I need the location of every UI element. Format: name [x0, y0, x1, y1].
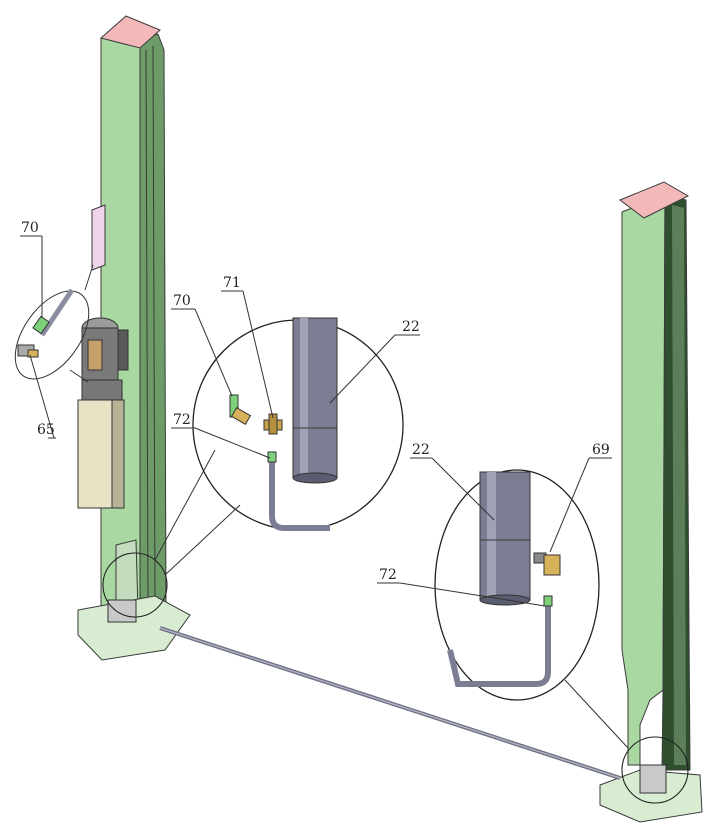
left-base-detail-circle: [102, 552, 168, 618]
callout-right-72: 72: [379, 567, 397, 583]
left-detail-ellipse: [14, 290, 90, 380]
left-hose: [39, 288, 75, 337]
oil-tank-side: [111, 399, 125, 509]
callout-left-65: 65: [37, 422, 55, 438]
callout-right-69: 69: [592, 442, 610, 458]
callout-left-70: 70: [21, 220, 39, 236]
middle-detail-view: [192, 317, 404, 531]
right-column: [618, 181, 691, 771]
right-base-detail-circle: [621, 736, 689, 804]
pipe-72-mid: [269, 460, 330, 531]
left-column: [84, 15, 167, 613]
left-column-top-cap: [99, 15, 161, 49]
motor-panel: [87, 339, 103, 371]
left-fitting-70: [32, 315, 50, 335]
callout-mid-70: 70: [173, 293, 191, 309]
left-column-front-face: [100, 21, 141, 611]
left-base-plate: [77, 595, 191, 661]
right-detail-view: [434, 469, 600, 701]
callout-right-22: 22: [412, 442, 430, 458]
right-column-front-face: [621, 194, 666, 766]
right-base: [599, 736, 703, 823]
cylinder-rod-22-mid: [292, 317, 338, 479]
callout-mid-72: 72: [173, 412, 191, 428]
pump-block: [81, 379, 123, 403]
left-base: [77, 552, 191, 661]
motor-cover: [117, 329, 129, 371]
callout-leaders: [20, 235, 612, 607]
left-column-bracket: [91, 204, 106, 271]
power-unit: [77, 317, 129, 509]
pipe-72-right: [447, 604, 551, 687]
right-column-top-cap: [618, 181, 690, 219]
left-detail-view: [14, 288, 90, 383]
callout-mid-71: 71: [223, 275, 241, 291]
callout-mid-22: 22: [402, 319, 420, 335]
